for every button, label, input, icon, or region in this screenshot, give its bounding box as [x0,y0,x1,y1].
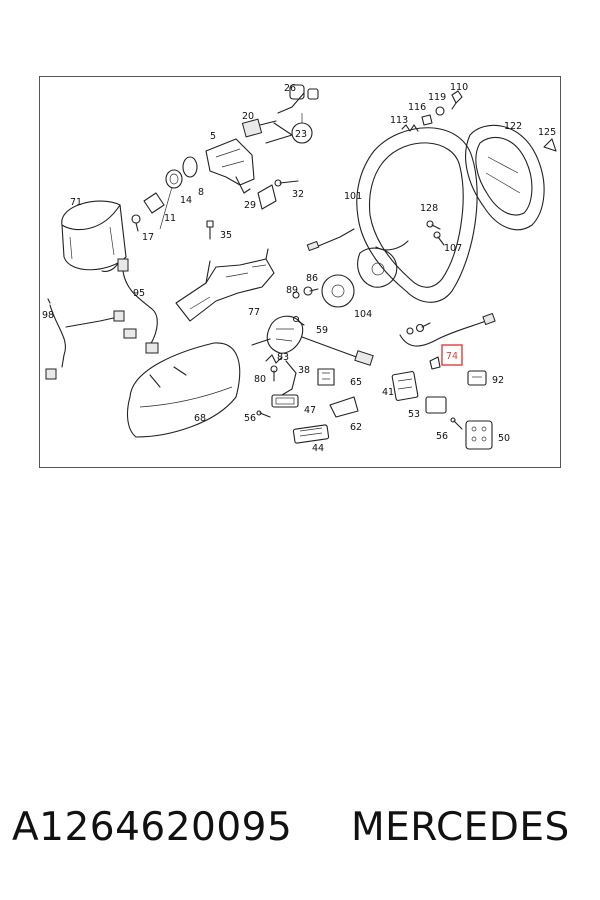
callout-119: 119 [428,92,446,103]
part-29-bracket [257,184,277,210]
part-74-pin [429,356,441,370]
part-number: A1264620095 [12,805,293,850]
part-47-connector [271,394,299,408]
part-122-airbag-cover [465,124,545,231]
part-68-shroud [126,342,241,438]
callout-77: 77 [248,307,260,318]
callout-74-highlight: 74 [441,344,463,366]
wheel-hub [357,247,398,288]
footer: A1264620095 MERCEDES [0,805,600,857]
callout-5: 5 [210,131,216,142]
part-65-connector [317,368,335,386]
callout-labels: 26 20 5 23 32 14 8 29 71 17 11 35 98 95 … [42,82,556,454]
part-53-connector [425,396,447,414]
part-17-screw [131,214,141,232]
part-20-lock-cylinder [241,118,277,138]
callout-44: 44 [312,443,324,454]
callout-32: 32 [292,189,304,200]
callout-83: 83 [277,352,289,363]
callout-104: 104 [354,309,372,320]
part-56-pin-right [450,417,463,430]
callout-56-right: 56 [436,431,448,442]
callout-8: 8 [198,187,204,198]
callout-65: 65 [350,377,362,388]
callout-11: 11 [164,213,176,224]
callout-113: 113 [390,115,408,126]
callout-38: 38 [298,365,310,376]
callout-41: 41 [382,387,394,398]
part-35-screw [206,220,214,240]
callout-110: 110 [450,82,468,93]
callout-128: 128 [420,203,438,214]
part-128-screw [426,220,441,230]
hub-cable [306,228,355,252]
callout-14: 14 [180,195,192,206]
leader-lines [159,113,303,230]
callout-53: 53 [408,409,420,420]
callout-59: 59 [316,325,328,336]
part-92-connector [467,370,487,386]
callout-35: 35 [220,230,232,241]
part-107-screw [433,231,445,246]
callout-86: 86 [306,273,318,284]
part-86-bolt-right [415,322,431,333]
callout-62: 62 [350,422,362,433]
part-125-emblem [543,138,557,152]
part-119-washer [435,106,445,116]
callout-74-box [441,344,463,366]
callout-26: 26 [284,83,296,94]
part-113-spring [401,124,419,132]
part-83-spring [265,354,283,364]
part-32-bolt [274,179,299,187]
part-56-pin-left [256,410,271,418]
callout-92: 92 [492,375,504,386]
part-14-bearing [165,169,183,189]
callout-20: 20 [242,111,254,122]
part-95-wiring [101,258,159,354]
part-38-clip [281,360,297,396]
part-62-connector [329,396,359,418]
callout-71: 71 [70,197,82,208]
clock-spring-cable [399,312,496,347]
callout-116: 116 [408,102,426,113]
part-80-screw [270,365,278,382]
part-77-combination-switch [251,315,374,366]
part-71-cover [61,200,127,271]
part-104-disc [321,274,355,308]
callout-17: 17 [142,232,154,243]
callout-80: 80 [254,374,266,385]
part-101-steering-wheel [356,127,478,303]
callout-89: 89 [286,285,298,296]
callout-68: 68 [194,413,206,424]
callout-107: 107 [444,243,462,254]
part-116-nut [421,114,433,126]
part-26-key [277,84,319,114]
part-86-bolt [303,286,319,296]
part-50-connector [465,420,493,450]
callout-56-left: 56 [244,413,256,424]
callout-74: 74 [446,351,458,362]
callout-47: 47 [304,405,316,416]
callout-98: 98 [42,310,54,321]
parts-diagram: 26 20 5 23 32 14 8 29 71 17 11 35 98 95 … [39,76,561,468]
part-89-washer-right [406,327,414,335]
part-41-connector [391,371,419,401]
callout-125: 125 [538,127,556,138]
part-11-clip [143,192,165,214]
part-44-connector [292,424,330,444]
part-89-washer [292,291,300,299]
part-8-ring [182,156,198,178]
callout-29: 29 [244,200,256,211]
exploded-view-svg: 26 20 5 23 32 14 8 29 71 17 11 35 98 95 … [42,82,557,454]
callout-122: 122 [504,121,522,132]
callout-50: 50 [498,433,510,444]
callout-95: 95 [133,288,145,299]
callout-101: 101 [344,191,362,202]
part-5-lock-housing [205,138,255,194]
part-98-harness [45,298,119,380]
brand-name: MERCEDES [351,805,570,850]
part-110-screw [451,90,463,110]
column-bracket [175,248,275,322]
callout-23: 23 [295,129,307,140]
